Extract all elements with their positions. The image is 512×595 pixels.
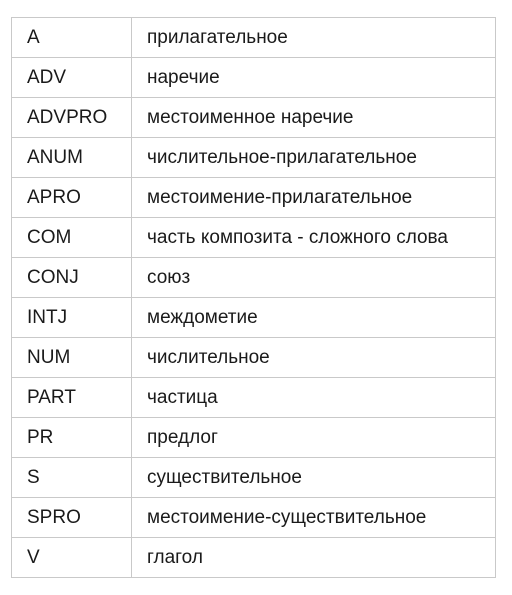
table-row: APRO местоимение-прилагательное	[11, 177, 496, 218]
tag-cell: S	[11, 457, 132, 498]
tag-cell: V	[11, 537, 132, 578]
description-cell: существительное	[131, 457, 496, 498]
description-cell: числительное-прилагательное	[131, 137, 496, 178]
tag-cell: COM	[11, 217, 132, 258]
tag-cell: PR	[11, 417, 132, 458]
table-row: PART частица	[11, 377, 496, 418]
tag-cell: A	[11, 17, 132, 58]
tag-cell: CONJ	[11, 257, 132, 298]
description-cell: частица	[131, 377, 496, 418]
pos-tag-table-body: A прилагательное ADV наречие ADVPRO мест…	[11, 17, 496, 578]
tag-cell: ADV	[11, 57, 132, 98]
tag-cell: SPRO	[11, 497, 132, 538]
description-cell: союз	[131, 257, 496, 298]
table-row: A прилагательное	[11, 17, 496, 58]
description-cell: глагол	[131, 537, 496, 578]
tag-cell: INTJ	[11, 297, 132, 338]
description-cell: предлог	[131, 417, 496, 458]
description-cell: часть композита - сложного слова	[131, 217, 496, 258]
table-row: INTJ междометие	[11, 297, 496, 338]
table-row: V глагол	[11, 537, 496, 578]
description-cell: местоимение-существительное	[131, 497, 496, 538]
table-row: CONJ союз	[11, 257, 496, 298]
table-row: PR предлог	[11, 417, 496, 458]
table-row: ADV наречие	[11, 57, 496, 98]
description-cell: наречие	[131, 57, 496, 98]
description-cell: числительное	[131, 337, 496, 378]
table-row: NUM числительное	[11, 337, 496, 378]
table-row: ADVPRO местоименное наречие	[11, 97, 496, 138]
table-row: ANUM числительное-прилагательное	[11, 137, 496, 178]
table-row: SPRO местоимение-существительное	[11, 497, 496, 538]
tag-cell: NUM	[11, 337, 132, 378]
tag-cell: PART	[11, 377, 132, 418]
table-row: S существительное	[11, 457, 496, 498]
description-cell: прилагательное	[131, 17, 496, 58]
table-row: COM часть композита - сложного слова	[11, 217, 496, 258]
description-cell: местоименное наречие	[131, 97, 496, 138]
description-cell: местоимение-прилагательное	[131, 177, 496, 218]
tag-cell: APRO	[11, 177, 132, 218]
tag-cell: ANUM	[11, 137, 132, 178]
pos-tag-table: A прилагательное ADV наречие ADVPRO мест…	[11, 17, 496, 578]
tag-cell: ADVPRO	[11, 97, 132, 138]
description-cell: междометие	[131, 297, 496, 338]
